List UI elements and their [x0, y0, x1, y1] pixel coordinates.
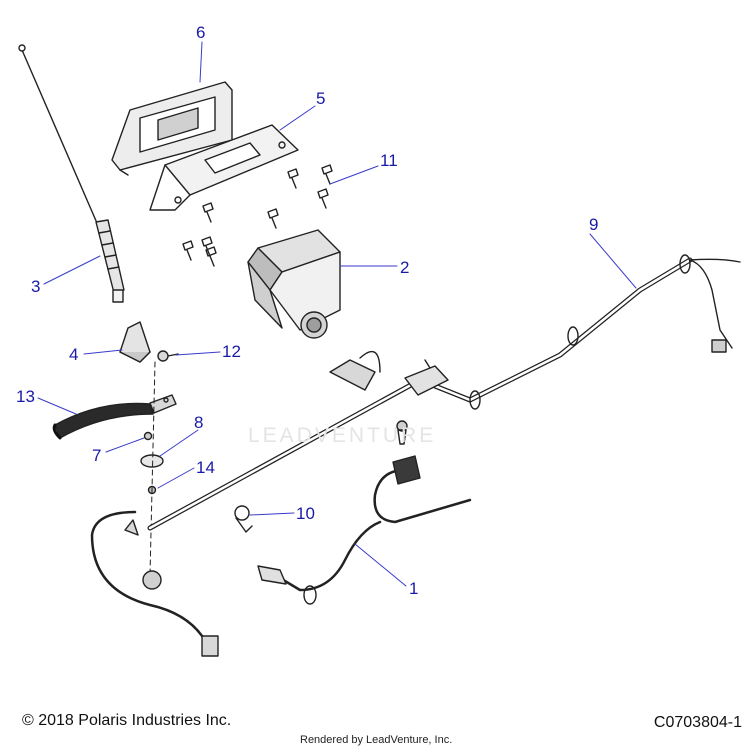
flat-washer-part [140, 454, 164, 468]
callout-10: 10 [296, 504, 315, 523]
screw-set-part [182, 164, 333, 267]
rendered-by-text: Rendered by LeadVenture, Inc. [300, 734, 453, 746]
sub-harness-part [257, 455, 472, 605]
callout-5: 5 [316, 89, 326, 108]
callout-12: 12 [222, 342, 241, 361]
bolt-part [157, 350, 179, 362]
washer-part [143, 431, 153, 441]
callout-14: 14 [196, 458, 215, 477]
callout-1: 1 [409, 579, 419, 598]
callout-9: 9 [589, 215, 599, 234]
main-harness-part [90, 254, 741, 657]
diagram-id-text: C0703804-1 [653, 714, 742, 731]
callout-8: 8 [194, 413, 204, 432]
display-bezel-part [111, 81, 239, 176]
copyright-text: © 2018 Polaris Industries Inc. [22, 712, 232, 729]
callout-3: 3 [31, 277, 41, 296]
callout-7: 7 [92, 446, 102, 465]
antenna-part [18, 44, 125, 303]
ground-strap-part [52, 394, 177, 440]
mount-bracket-part [149, 124, 299, 211]
callout-2: 2 [400, 258, 410, 277]
display-module-part [247, 229, 341, 339]
watermark-text: LEADVENTURE [248, 424, 437, 447]
callout-4: 4 [69, 345, 79, 364]
callout-11: 11 [380, 151, 398, 170]
callout-13: 13 [16, 387, 35, 406]
antenna-base-part [119, 321, 151, 363]
callout-6: 6 [196, 23, 206, 42]
clip-part [234, 505, 253, 533]
